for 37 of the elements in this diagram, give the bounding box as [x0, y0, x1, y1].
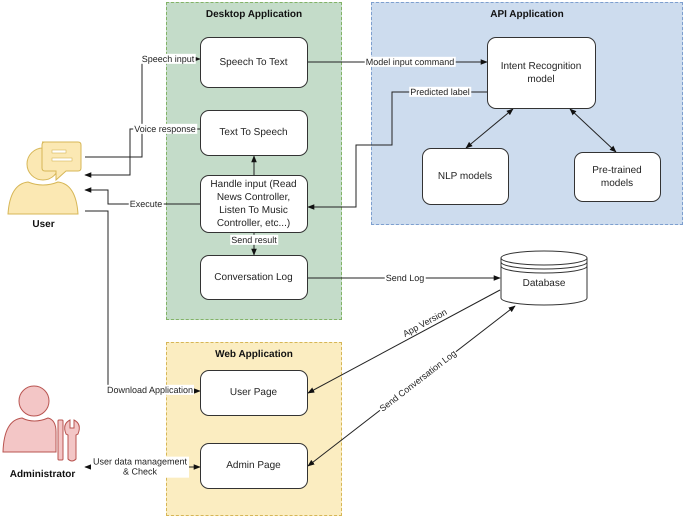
arrow [465, 108, 514, 148]
arrow [570, 108, 616, 152]
edge-label: Predicted label [409, 86, 471, 98]
process-box [200, 174, 308, 232]
arrow [307, 290, 500, 394]
edge-label: Download Application [106, 384, 194, 396]
box-label: User Page [230, 386, 278, 399]
actor-label: Administrator [10, 469, 76, 480]
process-box [200, 254, 308, 300]
group-title: Web Application [214, 349, 294, 360]
box-label: Speech To Text [219, 56, 288, 68]
edge-label: Speech input [140, 54, 196, 64]
process-box [200, 370, 308, 416]
edge-label: User data management & Check [91, 456, 189, 478]
box-label: Pre-trained models [591, 164, 643, 190]
box-label: Text To Speech [219, 126, 288, 139]
process-box [486, 36, 596, 108]
process-box [200, 442, 308, 488]
edge-label: Voice response [133, 124, 197, 134]
process-box [200, 110, 308, 156]
node-label: Database [522, 278, 566, 288]
box-label: NLP models [438, 170, 492, 182]
box-label: Conversation Log [214, 270, 293, 284]
edge-label: Send result [230, 234, 278, 246]
process-box [422, 148, 508, 204]
group-title: API Application [489, 9, 565, 20]
edge-label: Send Log [384, 272, 426, 284]
box-label: Handle input (Read News Controller, Listen To Music Controller, etc...) [209, 178, 298, 230]
box-label: Admin Page [226, 459, 281, 472]
edge-label: Execute [128, 198, 164, 210]
group-title: Desktop Application [204, 9, 304, 20]
box-label: Intent Recognition model [500, 60, 582, 86]
process-box [574, 152, 660, 202]
arrow [251, 155, 257, 176]
actor-label: User [32, 219, 55, 230]
edge-label: Model input command [364, 56, 456, 68]
process-box [200, 36, 308, 88]
